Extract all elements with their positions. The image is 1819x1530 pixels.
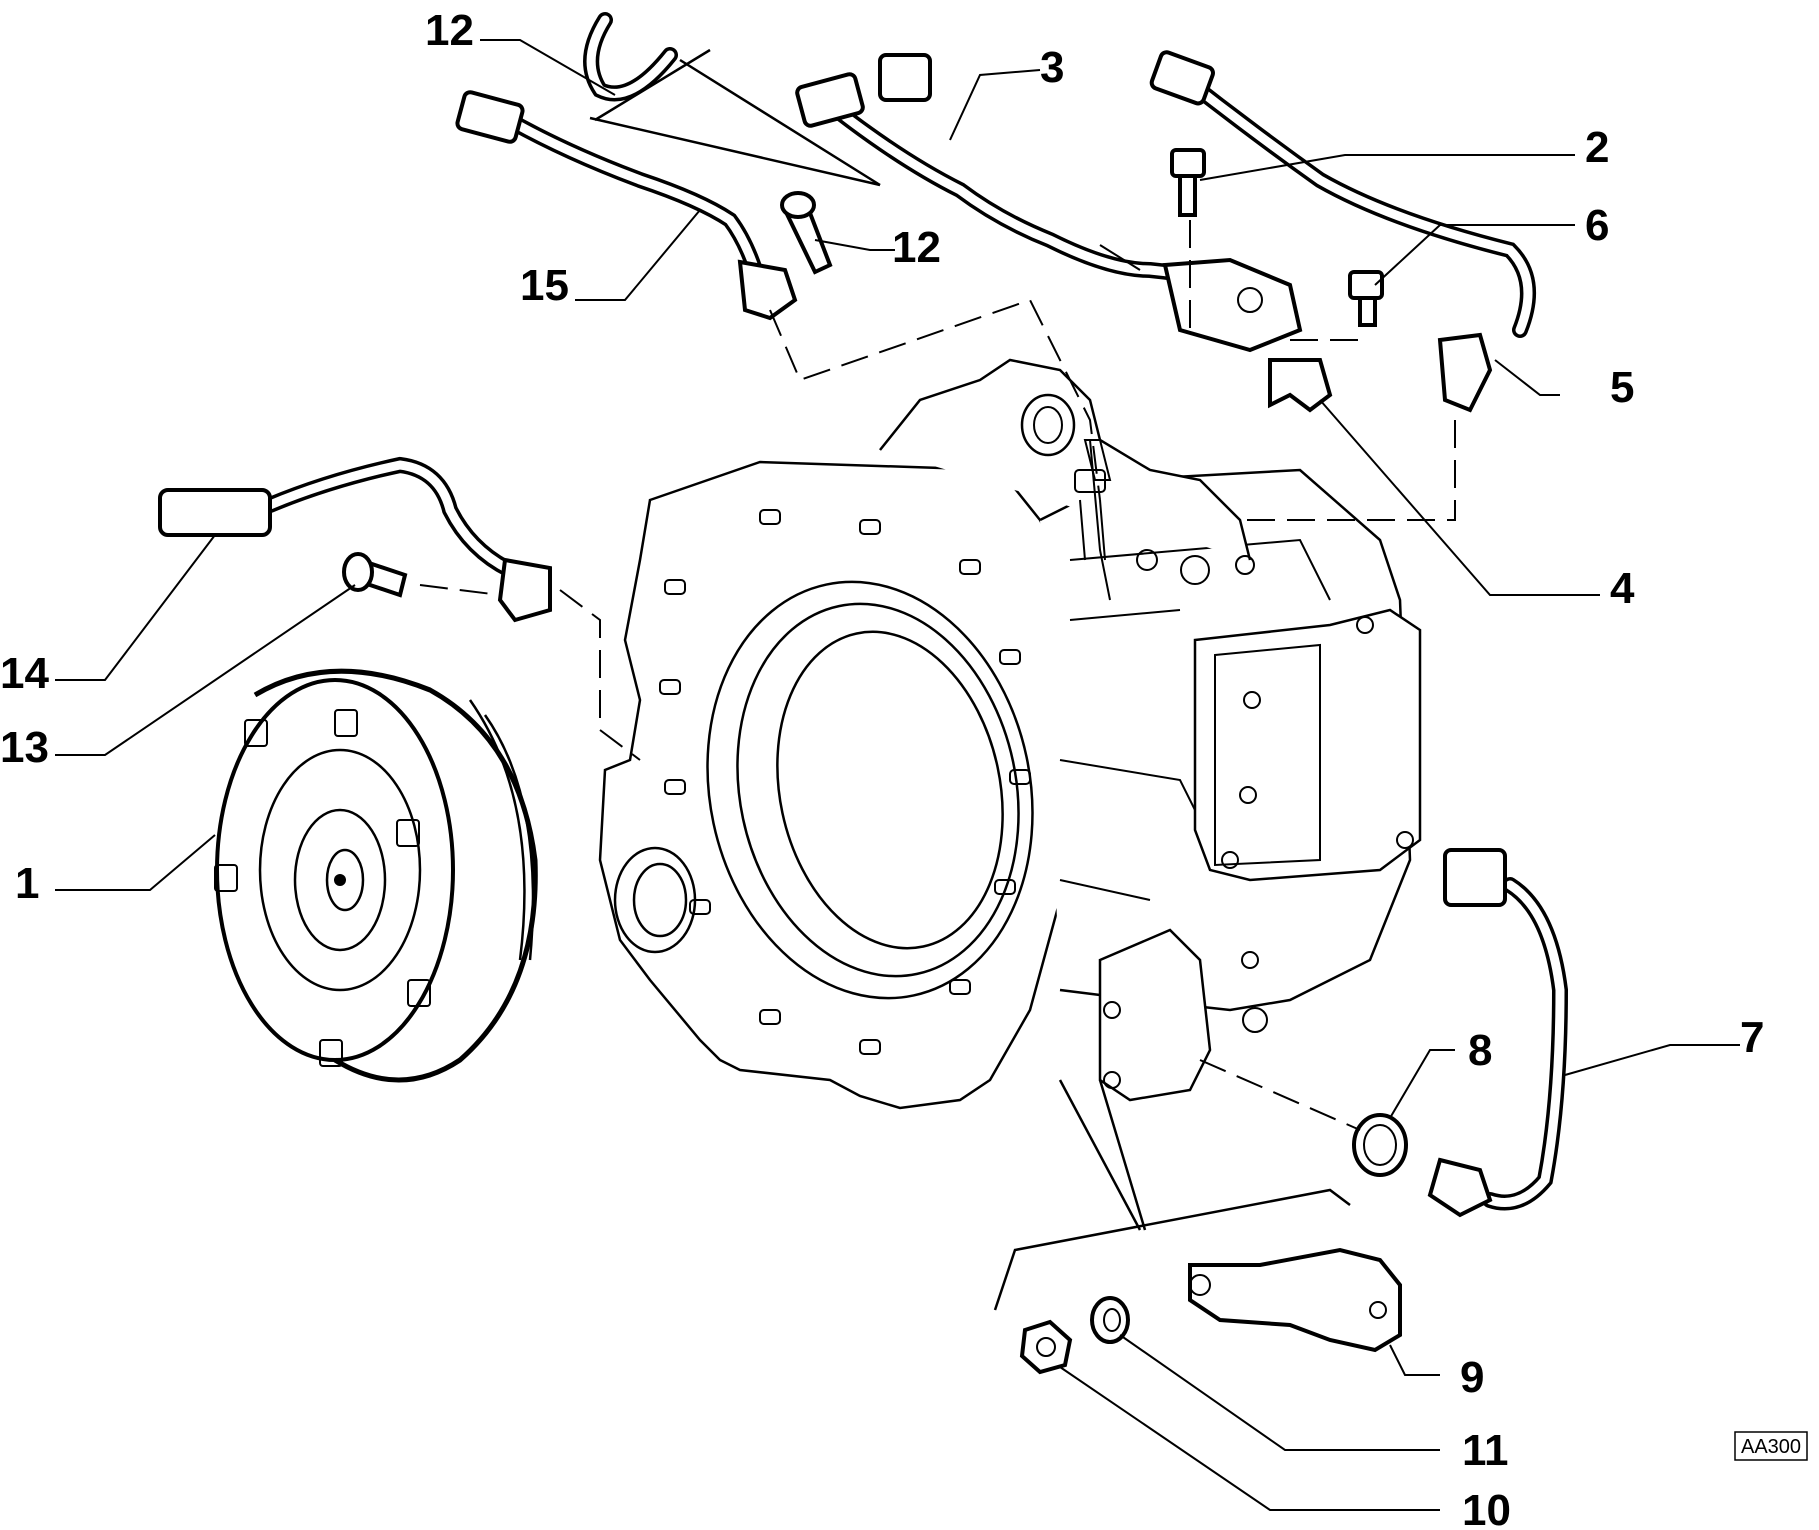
small-parts — [342, 148, 1408, 1375]
wire-12 — [583, 12, 881, 187]
callout-15: 15 — [520, 261, 569, 310]
sensor-5 — [1149, 50, 1536, 413]
callout-8: 8 — [1468, 1026, 1492, 1075]
leader-lines — [55, 39, 1740, 1511]
reference-code-box: AA300 — [1734, 1431, 1808, 1461]
reference-code: AA300 — [1741, 1436, 1801, 1458]
callout-1: 1 — [15, 859, 39, 908]
wiring-harness-3 — [795, 53, 1303, 353]
callout-11: 11 — [1462, 1426, 1509, 1475]
sensor-15 — [455, 90, 798, 321]
transmission-housing — [598, 358, 1422, 1110]
callout-13-top: 12 — [892, 223, 941, 272]
sensor-14 — [158, 456, 552, 623]
callout-labels: 12 3 2 6 12 15 5 4 14 13 1 7 8 9 11 10 — [0, 6, 1764, 1530]
callout-7: 7 — [1740, 1013, 1764, 1062]
callout-5: 5 — [1610, 363, 1634, 412]
callout-14: 14 — [0, 649, 49, 698]
callout-10: 10 — [1462, 1486, 1511, 1530]
callout-12: 12 — [425, 6, 474, 55]
sensor-7 — [1427, 848, 1569, 1218]
assembly-lines — [419, 220, 1456, 1311]
callout-3: 3 — [1040, 43, 1064, 92]
torque-converter — [214, 668, 538, 1083]
callout-4: 4 — [1610, 564, 1635, 613]
callout-13-left: 13 — [0, 723, 49, 772]
callout-6: 6 — [1585, 201, 1609, 250]
callout-9: 9 — [1460, 1353, 1484, 1402]
callout-2: 2 — [1585, 123, 1609, 172]
